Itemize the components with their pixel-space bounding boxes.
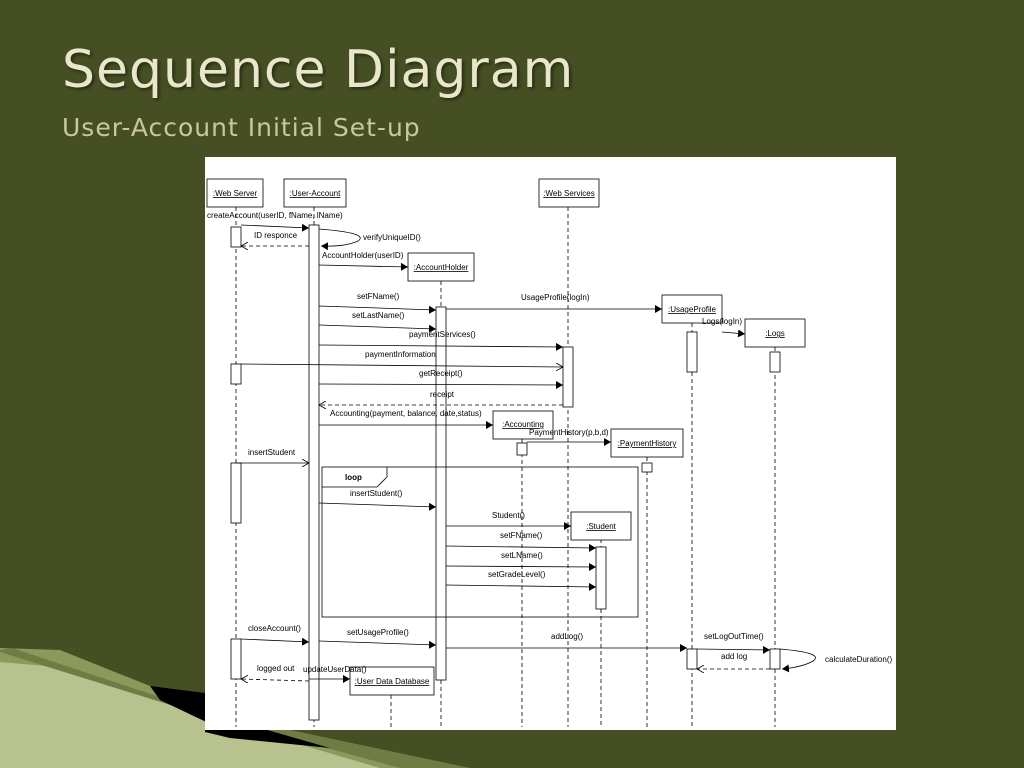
msg-create-account: createAccount(userID, fName, lName) xyxy=(207,211,343,220)
slide-title: Sequence Diagram xyxy=(62,40,575,100)
student-box xyxy=(570,511,632,541)
logs-box xyxy=(744,318,806,348)
msg-set-log-out-time: setLogOutTime() xyxy=(704,632,764,641)
payment-history-box xyxy=(610,428,684,458)
msg-id-response: ID responce xyxy=(254,231,298,240)
msg-verify-unique-id: verifyUniqueID() xyxy=(363,233,421,242)
loop-fragment-tab xyxy=(322,467,388,488)
loop-label: loop xyxy=(345,473,362,482)
msg-get-receipt: getReceipt() xyxy=(419,369,463,378)
msg-student: Student() xyxy=(492,511,525,520)
object-user-data-database: :User Data Database xyxy=(355,677,430,686)
activation-bars xyxy=(230,224,781,721)
account-holder-box xyxy=(407,252,475,282)
msg-account-holder: AccountHolder(userID) xyxy=(322,251,404,260)
self-call-calculate xyxy=(779,648,816,673)
object-web-server: :Web Server xyxy=(213,189,258,198)
loop-fragment xyxy=(321,466,639,618)
slide-subtitle: User-Account Initial Set-up xyxy=(62,113,421,142)
object-payment-history: :PaymentHistory xyxy=(618,439,677,448)
msg-accounting: Accounting(payment, balance, date,status… xyxy=(330,409,482,418)
user-data-database-box xyxy=(349,666,435,696)
msg-set-last-name: setLastName() xyxy=(352,311,405,320)
msg-payment-history: PaymentHistory(p,b,d) xyxy=(529,428,609,437)
msg-usage-profile: UsageProfile(logIn) xyxy=(521,293,590,302)
accounting-box xyxy=(492,410,554,440)
object-logs: :Logs xyxy=(765,329,785,338)
usage-profile-box xyxy=(661,294,723,324)
web-server-box xyxy=(206,178,264,208)
msg-receipt: receipt xyxy=(430,390,455,399)
msg-calculate-duration: calculateDuration() xyxy=(825,655,892,664)
msg-add-log: addLog() xyxy=(551,632,583,641)
msg-payment-services: paymentServices() xyxy=(409,330,476,339)
msg-logged-out: logged out xyxy=(257,664,295,673)
self-call-verify xyxy=(318,228,361,251)
msg-insert-student: insertStudent xyxy=(248,448,296,457)
msg-close-account: closeAccount() xyxy=(248,624,301,633)
msg-set-usage-profile: setUsageProfile() xyxy=(347,628,409,637)
sequence-diagram: :Web Server :User-Account :Web Services … xyxy=(205,157,896,730)
msg-student-set-fname: setFName() xyxy=(500,531,543,540)
msg-insert-student-call: insertStudent() xyxy=(350,489,403,498)
user-account-box xyxy=(283,178,347,208)
object-account-holder: :AccountHolder xyxy=(414,263,469,272)
msg-set-lname: setLName() xyxy=(501,551,543,560)
object-usage-profile: :UsageProfile xyxy=(668,305,717,314)
object-user-account: :User-Account xyxy=(290,189,341,198)
msg-add-log-return: add log xyxy=(721,652,747,661)
msg-set-grade-level: setGradeLevel() xyxy=(488,570,546,579)
object-accounting: :Accounting xyxy=(502,420,544,429)
msg-update-user-data: updateUserData() xyxy=(303,665,367,674)
msg-payment-information: paymentInformation xyxy=(365,350,436,359)
msg-logs: Logs(logIn) xyxy=(702,317,742,326)
object-student: :Student xyxy=(586,522,617,531)
msg-set-fname: setFName() xyxy=(357,292,400,301)
web-services-box xyxy=(538,178,600,208)
object-web-services: :Web Services xyxy=(543,189,594,198)
